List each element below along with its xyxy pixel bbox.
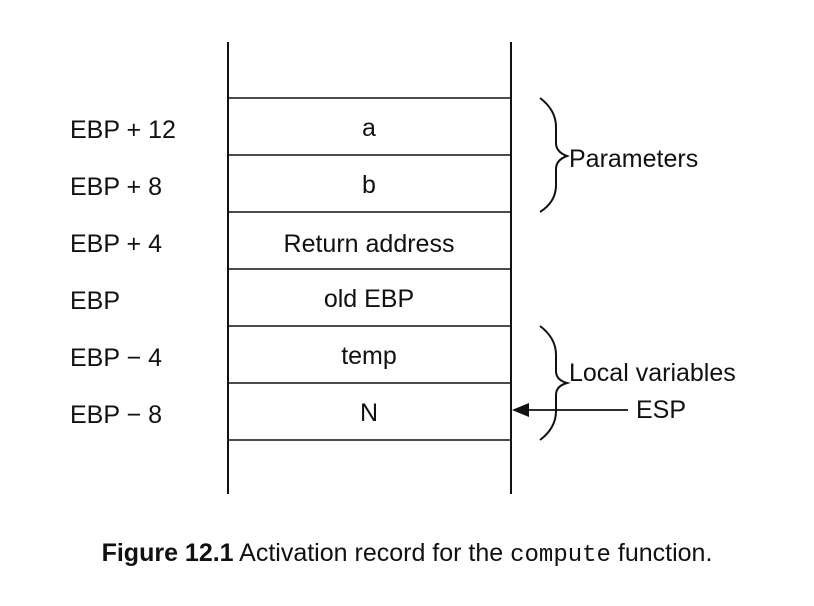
caption-text-before: Activation record for the xyxy=(233,539,511,567)
parameters-label: Parameters xyxy=(569,145,698,173)
esp-label: ESP xyxy=(636,396,686,424)
cell-b: b xyxy=(362,171,376,199)
caption-text-after: function. xyxy=(610,539,713,567)
cell-a: a xyxy=(362,114,376,142)
esp-arrow-head xyxy=(512,403,529,417)
offset-label-ebp-plus-4: EBP + 4 xyxy=(70,230,162,258)
cell-n: N xyxy=(360,399,378,427)
cell-temp: temp xyxy=(341,342,397,370)
cell-return-address: Return address xyxy=(284,230,455,258)
figure-number: Figure 12.1 xyxy=(101,539,234,567)
offset-label-ebp: EBP xyxy=(70,287,120,315)
offset-label-ebp-plus-12: EBP + 12 xyxy=(70,116,176,144)
offset-label-ebp-plus-8: EBP + 8 xyxy=(70,173,162,201)
offset-label-ebp-minus-4: EBP − 4 xyxy=(70,344,162,372)
local-variables-brace xyxy=(539,325,571,441)
figure-caption: Figure 12.1 Activation record for the co… xyxy=(0,536,814,573)
caption-code: compute xyxy=(510,542,611,569)
offset-label-ebp-minus-8: EBP − 8 xyxy=(70,401,162,429)
cell-old-ebp: old EBP xyxy=(324,285,414,313)
activation-record-diagram: EBP + 12 EBP + 8 EBP + 4 EBP EBP − 4 EBP… xyxy=(70,42,736,494)
local-variables-label: Local variables xyxy=(569,359,736,387)
parameters-brace xyxy=(539,97,570,213)
